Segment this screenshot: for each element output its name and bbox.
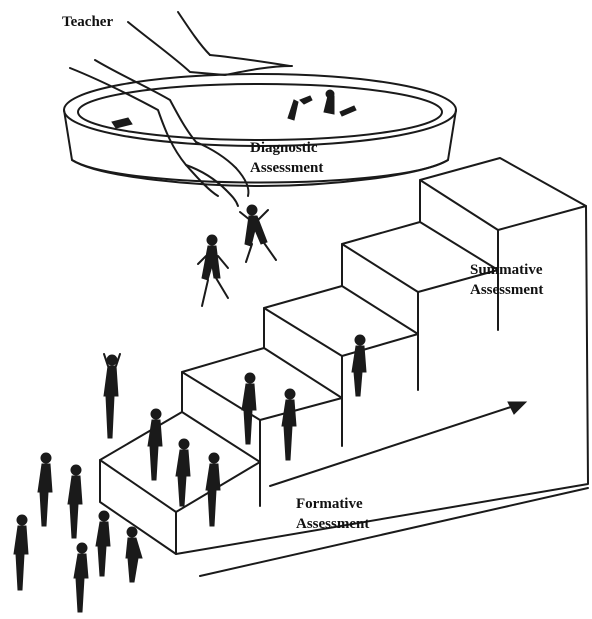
staircase xyxy=(99,157,589,577)
person xyxy=(73,542,89,613)
label-formative: Formative xyxy=(296,496,363,512)
person xyxy=(13,514,29,591)
person xyxy=(351,334,367,397)
person xyxy=(205,452,221,527)
label-teacher: Teacher xyxy=(62,14,114,30)
person xyxy=(67,464,83,539)
person xyxy=(281,388,297,461)
person xyxy=(147,408,163,481)
label-formative-sub: Assessment xyxy=(296,516,370,532)
label-summative-sub: Assessment xyxy=(470,282,544,298)
person xyxy=(103,353,121,439)
person xyxy=(95,510,111,577)
person xyxy=(37,452,53,527)
label-summative: Summative xyxy=(470,262,543,278)
person xyxy=(125,526,143,583)
person xyxy=(241,372,257,445)
person xyxy=(175,438,191,507)
people-figures xyxy=(13,334,367,613)
falling-figures xyxy=(197,204,277,307)
label-diagnostic-sub: Assessment xyxy=(250,160,324,176)
progress-arrow xyxy=(269,401,528,487)
sieve-pan xyxy=(63,73,457,187)
label-diagnostic: Diagnostic xyxy=(250,140,318,156)
